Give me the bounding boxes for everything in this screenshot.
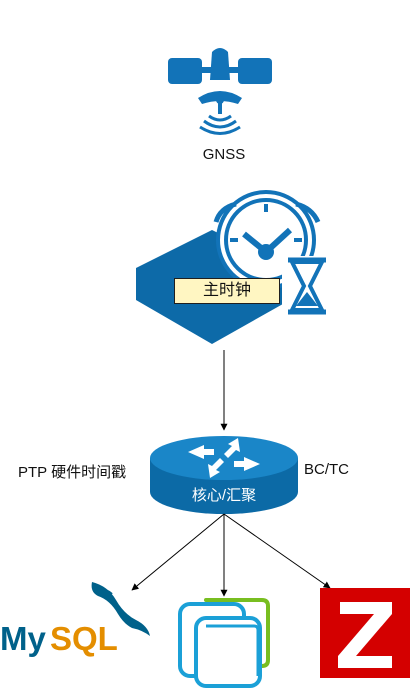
edge-router-zabbix [223, 513, 331, 589]
bc-tc-edge-label: BC/TC [304, 461, 349, 478]
mysql-logo-icon: My SQL [0, 582, 150, 657]
edge-router-mysql [131, 513, 225, 591]
gnss-label: GNSS [202, 146, 246, 163]
vmware-logo-icon [178, 598, 270, 688]
ptp-edge-label: PTP 硬件时间戳 [18, 464, 127, 481]
satellite-dish-icon [168, 48, 272, 135]
router-icon [150, 436, 298, 514]
zabbix-logo-icon [320, 588, 410, 678]
svg-text:SQL: SQL [50, 620, 118, 657]
clock-hourglass-icon [213, 190, 334, 316]
svg-text:My: My [0, 620, 46, 657]
router-label: 核心/汇聚 [191, 487, 257, 504]
master-clock-label: 主时钟 [174, 278, 280, 304]
